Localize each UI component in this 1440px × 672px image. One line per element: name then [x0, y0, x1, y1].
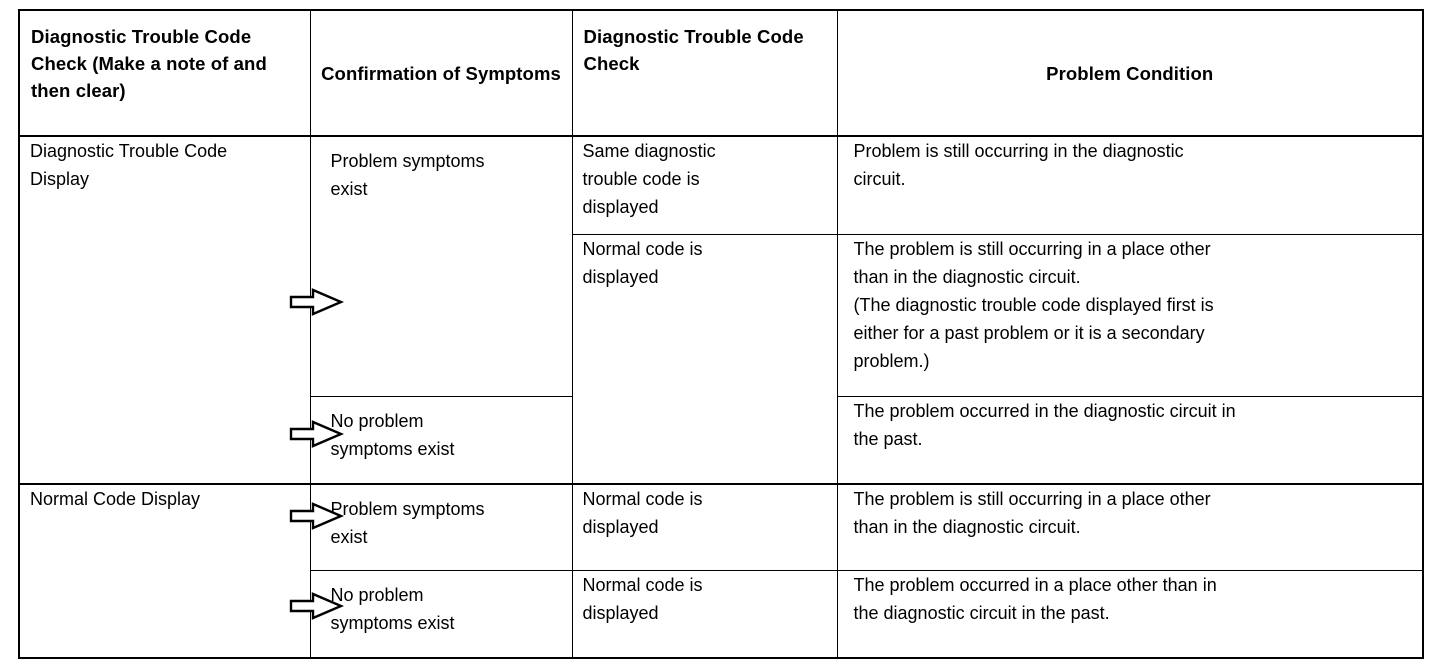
cell-dtc-check-second-normal-code: Normal code is displayed	[571, 234, 838, 485]
cell-problem-condition-3: The problem occurred in the diagnostic c…	[836, 396, 1424, 485]
table-body: Diagnostic Trouble Code Display Problem …	[18, 135, 1424, 659]
cell-problem-condition-4: The problem is still occurring in a plac…	[836, 482, 1424, 572]
column-header-dtc-check-second: Diagnostic Trouble Code Check	[571, 9, 838, 137]
column-header-confirmation-of-symptoms: Confirmation of Symptoms	[309, 9, 573, 137]
symptoms-label: Problem symptoms exist	[330, 151, 485, 199]
cell-symptoms-problem-exist-1: Problem symptoms exist	[289, 135, 573, 398]
cell-problem-condition-2: The problem is still occurring in a plac…	[836, 234, 1424, 398]
table-row: No problem symptoms exist Normal code is…	[19, 570, 1424, 659]
cell-problem-condition-5: The problem occurred in a place other th…	[836, 570, 1424, 659]
table-row: No problem symptoms exist The problem oc…	[19, 396, 1424, 485]
block-arrow-right-icon	[289, 501, 345, 531]
column-header-dtc-check-initial: Diagnostic Trouble Code Check (Make a no…	[18, 9, 311, 137]
cell-dtc-check-second-normal-3: Normal code is displayed	[571, 570, 838, 659]
column-header-problem-condition: Problem Condition	[836, 9, 1424, 137]
cell-dtc-check-initial-normal: Normal Code Display	[18, 482, 311, 659]
cell-symptoms-no-problem-2: No problem symptoms exist	[289, 570, 573, 659]
symptoms-label: Problem symptoms exist	[330, 498, 485, 547]
table-row: Normal Code Display Problem symptoms exi…	[18, 482, 1424, 659]
symptoms-label: No problem symptoms exist	[330, 411, 455, 460]
cell-symptoms-no-problem-1: No problem symptoms exist	[289, 396, 573, 485]
block-arrow-right-icon	[289, 591, 345, 621]
cell-dtc-check-second-same-code: Same diagnostic trouble code is displaye…	[571, 135, 838, 236]
cell-dtc-check-initial-display: Diagnostic Trouble Code Display	[18, 135, 311, 485]
cell-problem-condition-1: Problem is still occurring in the diagno…	[836, 135, 1424, 236]
cell-symptoms-problem-exist-2: Problem symptoms exist	[289, 482, 573, 572]
table-row: Diagnostic Trouble Code Display Problem …	[18, 135, 1424, 485]
cell-dtc-check-second-normal-2: Normal code is displayed	[571, 482, 838, 572]
diagnostic-trouble-code-table: Diagnostic Trouble Code Check (Make a no…	[18, 9, 1424, 659]
block-arrow-right-icon	[289, 287, 345, 317]
table-row: Normal code is displayed The problem is …	[19, 234, 1424, 485]
block-arrow-right-icon	[289, 419, 345, 449]
header-row: Diagnostic Trouble Code Check (Make a no…	[18, 9, 1424, 137]
symptoms-label: No problem symptoms exist	[330, 585, 455, 634]
table-header: Diagnostic Trouble Code Check (Make a no…	[18, 9, 1424, 137]
